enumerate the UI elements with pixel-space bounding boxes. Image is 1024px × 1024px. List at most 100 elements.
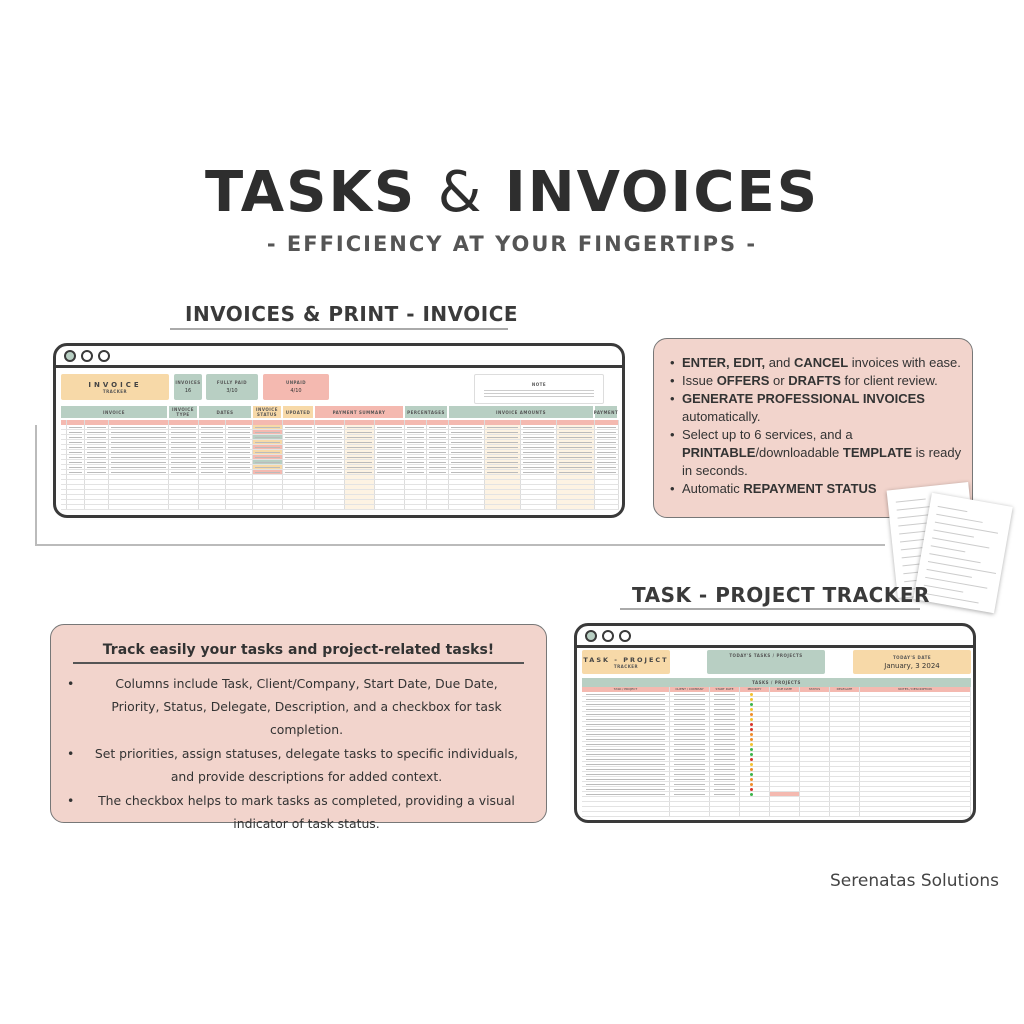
table-cell[interactable] — [109, 465, 169, 469]
table-cell[interactable] — [427, 495, 449, 499]
table-cell[interactable] — [253, 480, 283, 484]
table-cell[interactable] — [449, 440, 485, 444]
table-cell[interactable] — [315, 465, 345, 469]
table-cell[interactable] — [770, 712, 800, 716]
table-cell[interactable] — [375, 435, 405, 439]
table-cell[interactable] — [770, 777, 800, 781]
table-cell[interactable] — [860, 732, 971, 736]
table-cell[interactable] — [315, 430, 345, 434]
table-cell[interactable] — [226, 500, 253, 504]
table-cell[interactable] — [740, 712, 770, 716]
table-cell[interactable] — [740, 707, 770, 711]
table-cell[interactable] — [800, 772, 830, 776]
row-checkbox[interactable] — [61, 435, 67, 439]
column-header[interactable] — [485, 420, 521, 425]
table-cell[interactable] — [595, 495, 619, 499]
table-cell[interactable] — [740, 812, 770, 816]
table-cell[interactable] — [109, 470, 169, 474]
table-cell[interactable] — [770, 742, 800, 746]
table-cell[interactable] — [770, 787, 800, 791]
table-cell[interactable] — [595, 490, 619, 494]
table-cell[interactable] — [427, 475, 449, 479]
table-cell[interactable] — [226, 490, 253, 494]
row-checkbox[interactable] — [61, 500, 67, 504]
table-cell[interactable] — [557, 500, 595, 504]
table-cell[interactable] — [670, 777, 710, 781]
table-cell[interactable] — [405, 495, 427, 499]
table-cell[interactable] — [253, 475, 283, 479]
table-cell[interactable] — [226, 455, 253, 459]
table-cell[interactable] — [485, 480, 521, 484]
table-cell[interactable] — [405, 455, 427, 459]
table-cell[interactable] — [557, 440, 595, 444]
table-row[interactable] — [61, 450, 619, 455]
table-cell[interactable] — [770, 762, 800, 766]
table-cell[interactable] — [427, 425, 449, 429]
table-cell[interactable] — [85, 480, 109, 484]
table-cell[interactable] — [67, 470, 85, 474]
table-cell[interactable] — [595, 425, 619, 429]
row-checkbox[interactable] — [61, 480, 67, 484]
table-cell[interactable] — [582, 812, 670, 816]
table-cell[interactable] — [860, 712, 971, 716]
table-cell[interactable] — [485, 425, 521, 429]
column-header[interactable] — [449, 420, 485, 425]
table-cell[interactable] — [375, 460, 405, 464]
table-row[interactable] — [582, 767, 971, 772]
row-checkbox[interactable] — [61, 470, 67, 474]
table-cell[interactable] — [557, 465, 595, 469]
table-cell[interactable] — [283, 485, 315, 489]
table-row[interactable] — [582, 717, 971, 722]
table-cell[interactable] — [670, 807, 710, 811]
table-cell[interactable] — [595, 480, 619, 484]
table-cell[interactable] — [582, 787, 670, 791]
table-cell[interactable] — [521, 470, 557, 474]
table-cell[interactable] — [582, 722, 670, 726]
table-cell[interactable] — [315, 480, 345, 484]
table-cell[interactable] — [800, 697, 830, 701]
table-cell[interactable] — [315, 505, 345, 509]
table-cell[interactable] — [169, 470, 199, 474]
table-cell[interactable] — [830, 707, 860, 711]
table-cell[interactable] — [109, 455, 169, 459]
table-cell[interactable] — [860, 767, 971, 771]
table-cell[interactable] — [375, 485, 405, 489]
table-cell[interactable] — [485, 495, 521, 499]
table-cell[interactable] — [800, 767, 830, 771]
table-cell[interactable] — [800, 737, 830, 741]
table-cell[interactable] — [85, 430, 109, 434]
table-cell[interactable] — [521, 450, 557, 454]
table-cell[interactable] — [345, 500, 375, 504]
table-cell[interactable] — [485, 435, 521, 439]
table-cell[interactable] — [345, 455, 375, 459]
table-cell[interactable] — [226, 430, 253, 434]
table-cell[interactable] — [345, 485, 375, 489]
table-cell[interactable] — [582, 732, 670, 736]
column-header[interactable]: STATUS — [800, 687, 830, 692]
table-cell[interactable] — [740, 757, 770, 761]
table-cell[interactable] — [345, 465, 375, 469]
table-cell[interactable] — [345, 495, 375, 499]
table-cell[interactable] — [521, 430, 557, 434]
table-cell[interactable] — [710, 777, 740, 781]
table-cell[interactable] — [557, 460, 595, 464]
table-cell[interactable] — [375, 425, 405, 429]
table-row[interactable] — [582, 797, 971, 802]
table-cell[interactable] — [521, 475, 557, 479]
table-cell[interactable] — [283, 430, 315, 434]
table-cell[interactable] — [860, 747, 971, 751]
table-cell[interactable] — [449, 475, 485, 479]
column-header[interactable] — [375, 420, 405, 425]
column-header[interactable]: DELEGATE — [830, 687, 860, 692]
table-row[interactable] — [61, 485, 619, 490]
table-cell[interactable] — [710, 737, 740, 741]
table-cell[interactable] — [770, 757, 800, 761]
table-cell[interactable] — [582, 747, 670, 751]
table-row[interactable] — [582, 697, 971, 702]
table-cell[interactable] — [67, 475, 85, 479]
table-cell[interactable] — [830, 717, 860, 721]
table-cell[interactable] — [582, 707, 670, 711]
column-header[interactable]: PRIORITY — [740, 687, 770, 692]
table-cell[interactable] — [67, 490, 85, 494]
table-cell[interactable] — [582, 782, 670, 786]
